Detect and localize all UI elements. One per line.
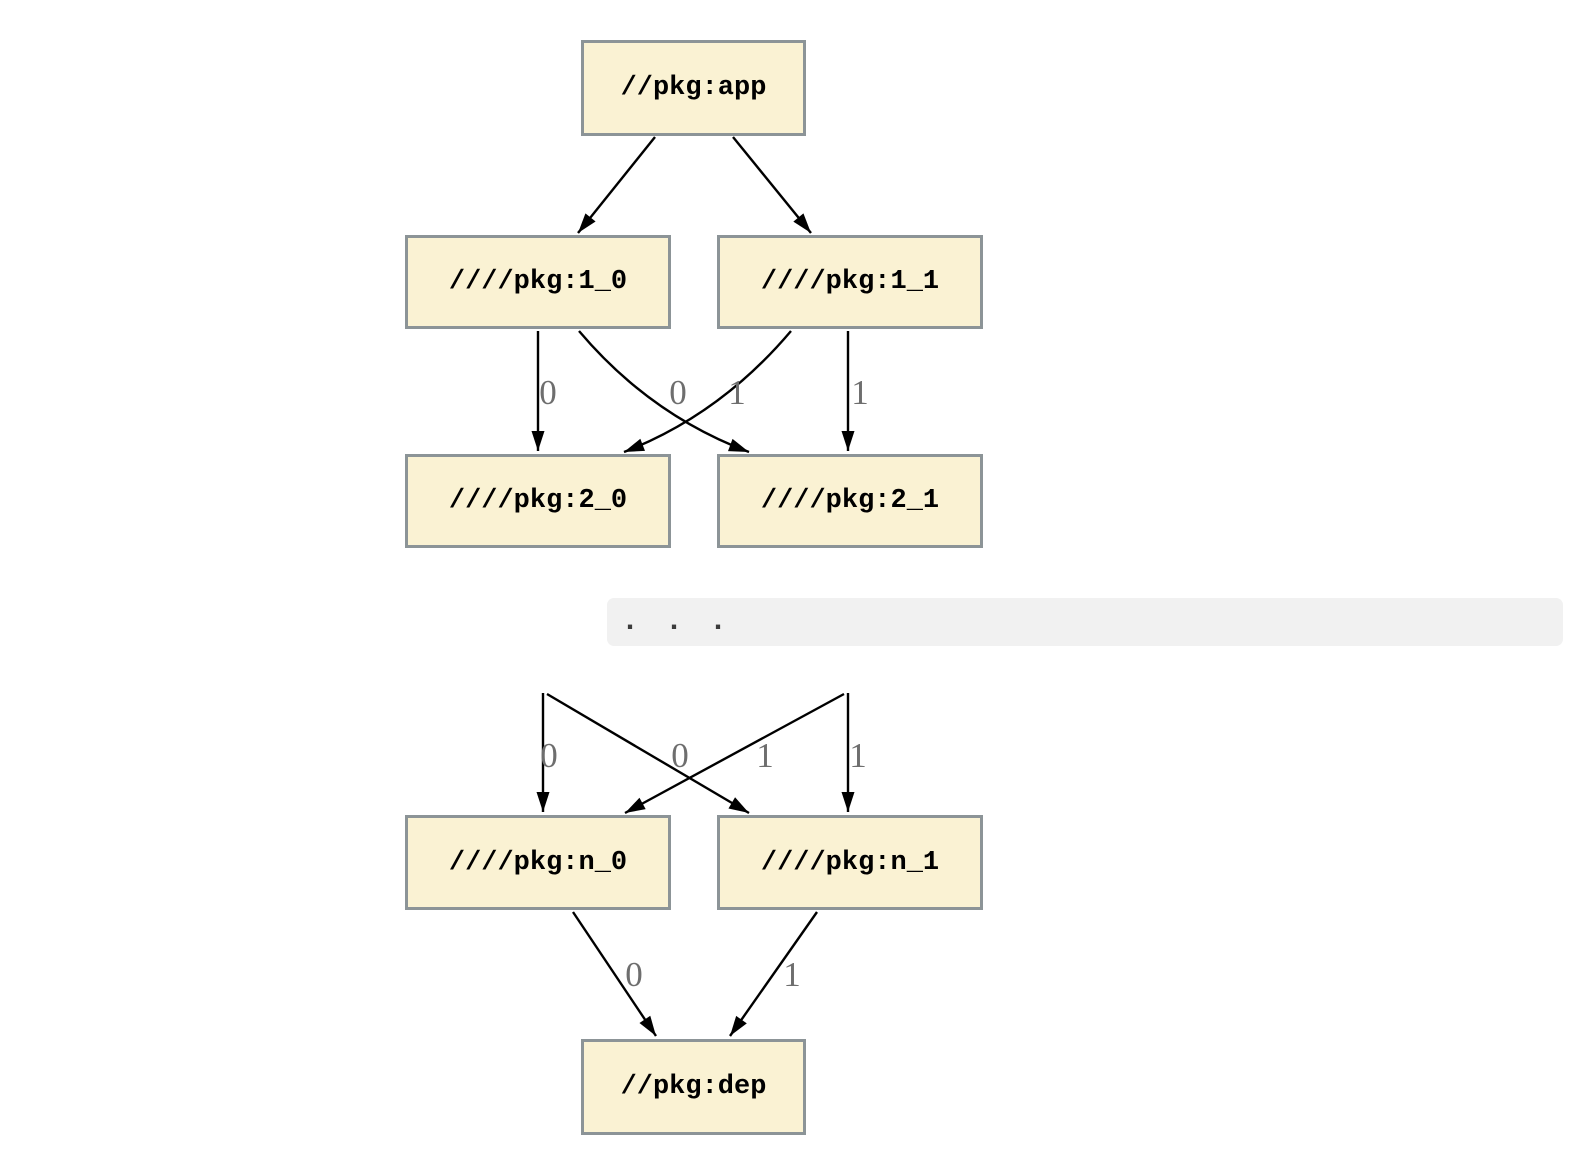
edge-label: 1 xyxy=(783,955,801,994)
edge-label: 0 xyxy=(669,373,687,412)
node-label: ////pkg:2_0 xyxy=(448,486,628,516)
node-pkg-dep: //pkg:dep xyxy=(581,1039,806,1135)
edge-n_1-to-dep xyxy=(729,911,818,1037)
node-pkg-app: //pkg:app xyxy=(581,40,806,136)
edge-label: 1 xyxy=(728,373,746,412)
edge-label: 1 xyxy=(756,736,774,775)
edge-label: 0 xyxy=(671,736,689,775)
ellipsis-text: . . . xyxy=(621,605,732,639)
edge-label: 0 xyxy=(539,373,557,412)
edge-app-to-1_1 xyxy=(732,136,812,234)
edge-label: 0 xyxy=(625,955,643,994)
edge-n_0-to-dep xyxy=(572,911,657,1037)
node-pkg-n_1: ////pkg:n_1 xyxy=(717,815,983,910)
node-pkg-2_1: ////pkg:2_1 xyxy=(717,454,983,548)
node-label: ////pkg:n_0 xyxy=(448,847,628,878)
node-label: ////pkg:1_1 xyxy=(760,267,940,297)
edge-label: 1 xyxy=(851,373,869,412)
edge-1_1-to-2_0 xyxy=(623,330,792,454)
node-label: //pkg:dep xyxy=(620,1072,767,1102)
edge-app-to-1_0 xyxy=(577,136,656,234)
node-label: ////pkg:2_1 xyxy=(760,486,940,516)
node-label: ////pkg:n_1 xyxy=(760,847,940,878)
node-label: ////pkg:1_0 xyxy=(448,267,628,297)
node-pkg-2_0: ////pkg:2_0 xyxy=(405,454,671,548)
node-pkg-1_0: ////pkg:1_0 xyxy=(405,235,671,329)
edge-label: 1 xyxy=(849,736,867,775)
node-label: //pkg:app xyxy=(620,73,767,103)
edge-ellipsis-to-n_1-cross xyxy=(546,692,750,815)
node-pkg-n_0: ////pkg:n_0 xyxy=(405,815,671,910)
edge-1_0-to-2_1 xyxy=(578,330,750,454)
edge-label: 0 xyxy=(540,736,558,775)
edge-ellipsis-to-n_0-cross xyxy=(624,692,845,815)
node-pkg-1_1: ////pkg:1_1 xyxy=(717,235,983,329)
ellipsis-band: . . . xyxy=(607,598,1563,646)
